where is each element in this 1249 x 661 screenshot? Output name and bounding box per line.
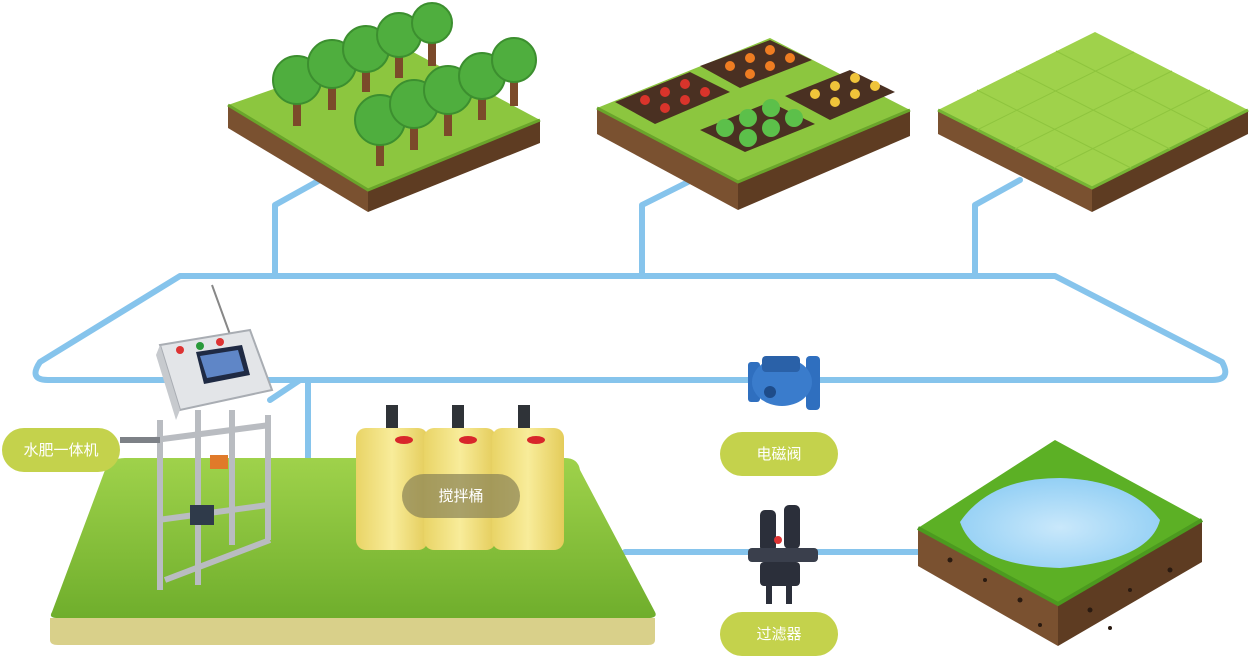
solenoid-valve-icon [748, 356, 820, 410]
pipe-lawn [972, 177, 1023, 279]
pipe-machine-side [267, 377, 303, 403]
tank-label-pill [402, 474, 520, 518]
filter-label-pill [720, 612, 838, 656]
mixing-tank-1 [356, 405, 428, 550]
fertigation-machine-icon [120, 284, 274, 590]
orchard-plot-icon [227, 2, 541, 212]
machine-label-pill [2, 428, 120, 472]
vegetable-plot-icon [596, 38, 911, 210]
mixing-tank-label: 搅拌桶 [438, 487, 484, 505]
mixing-tank-3 [492, 405, 564, 550]
pipe-vegetables [639, 179, 691, 279]
disc-filter-icon [748, 505, 818, 604]
main-pipe-loop [32, 273, 1229, 383]
water-source-pond-icon [917, 440, 1204, 646]
filter-label: 过滤器 [756, 625, 802, 643]
solenoid-valve-label: 电磁阀 [756, 445, 802, 463]
lawn-base-icon [50, 458, 656, 645]
pipe-orchard [272, 177, 323, 279]
valve-label-pill [720, 432, 838, 476]
mixing-tanks-icon [356, 405, 564, 550]
lawn-plot-icon [937, 32, 1249, 212]
fertigation-machine-label: 水肥一体机 [23, 441, 99, 459]
